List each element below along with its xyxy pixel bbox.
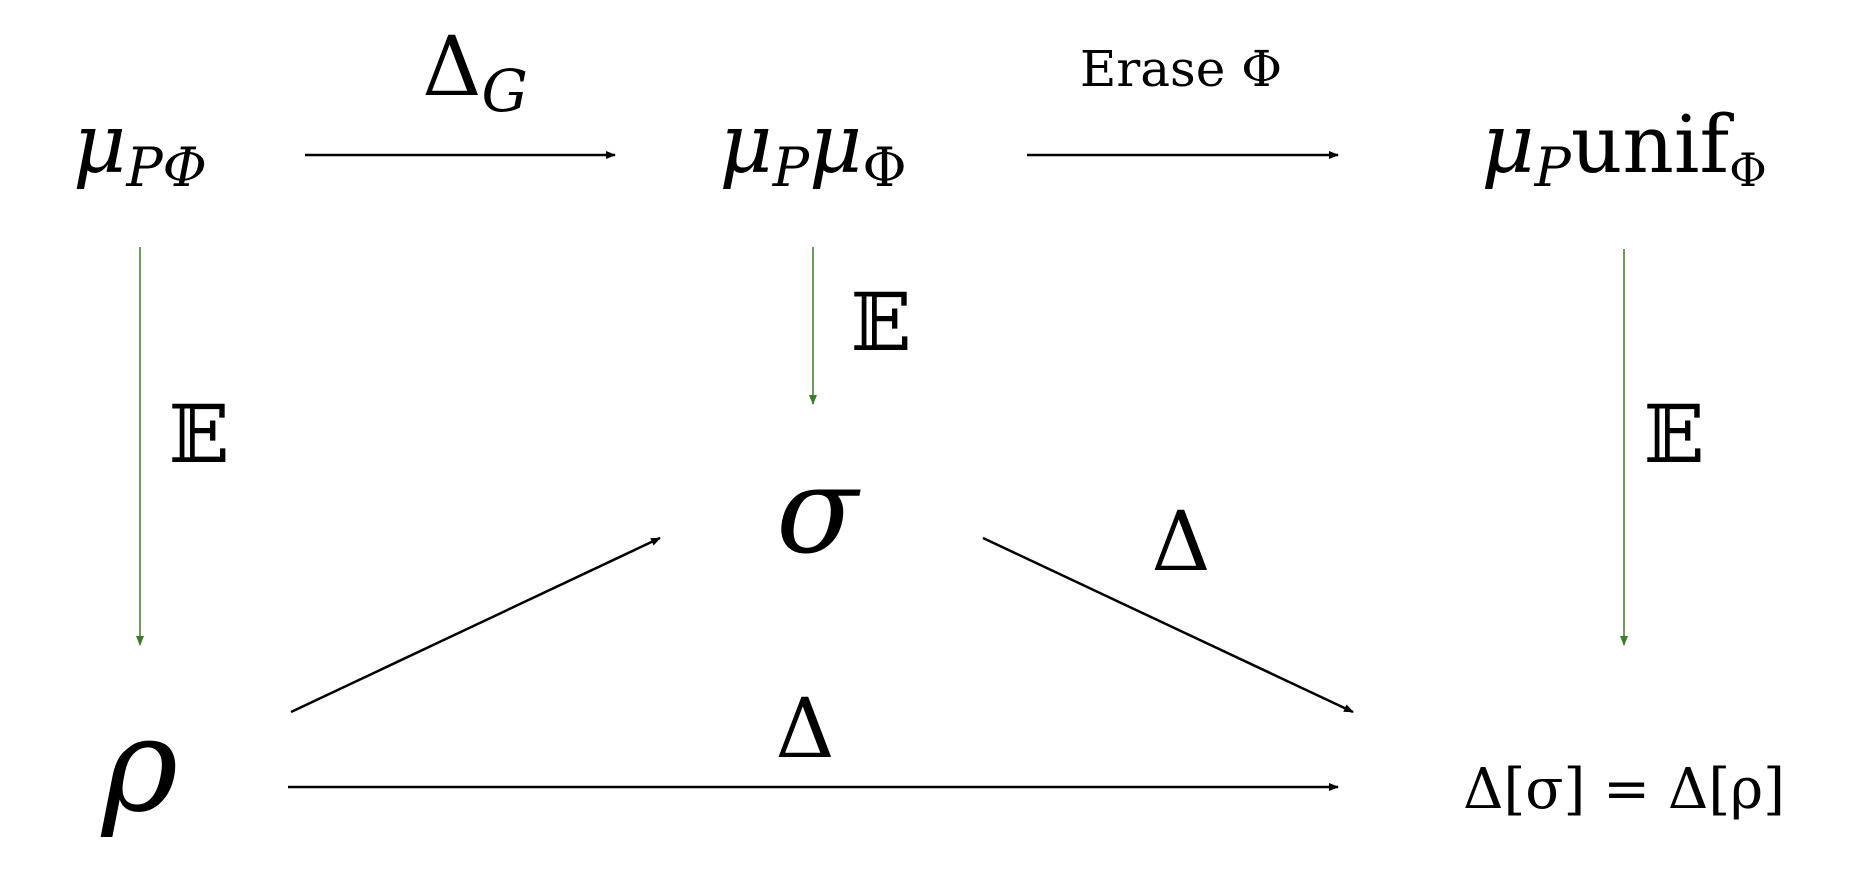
label-expectation-left: 𝔼 — [169, 388, 230, 481]
node-mu-p-phi: μPΦ — [73, 97, 207, 199]
label-delta-g: ΔG — [422, 20, 528, 125]
label-expectation-right: 𝔼 — [1644, 388, 1705, 481]
node-result: Δ[σ] = Δ[ρ] — [1463, 757, 1785, 822]
label-delta-diagonal: Δ — [1151, 495, 1210, 590]
node-mu-p-mu-phi: μPμΦ — [719, 97, 906, 199]
arrow-rho-to-sigma — [290, 536, 661, 714]
label-delta-bottom: Δ — [775, 682, 834, 777]
node-mu-p-unif-phi: μPunifΦ — [1481, 97, 1767, 199]
label-erase-phi: Erase Φ — [1080, 40, 1282, 98]
node-sigma: σ — [776, 442, 861, 581]
label-expectation-mid: 𝔼 — [851, 276, 912, 369]
node-rho: ρ — [100, 689, 178, 841]
arrow-sigma-to-result — [982, 536, 1354, 714]
